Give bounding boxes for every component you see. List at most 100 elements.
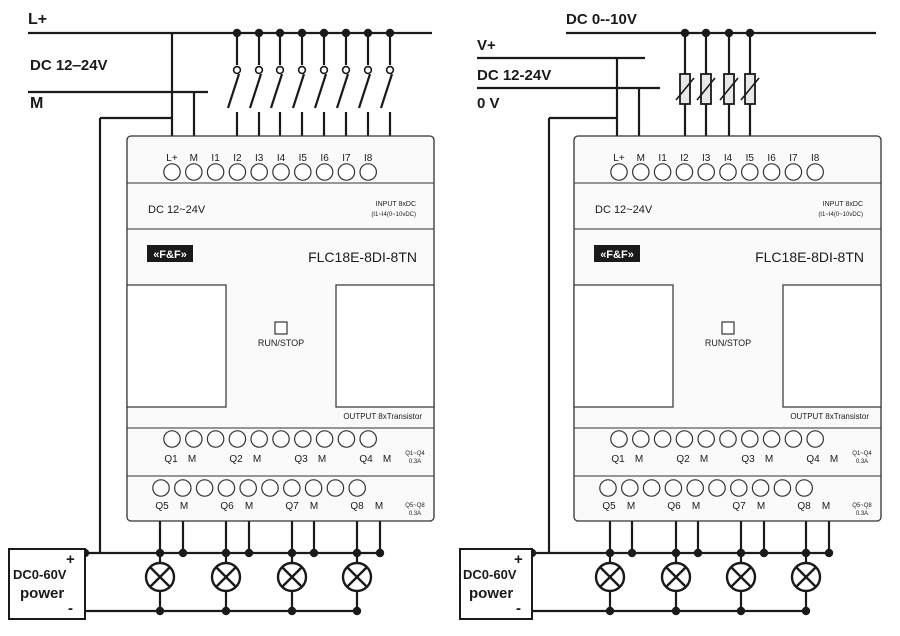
left-switch-contact [341,65,351,75]
left-output-terminal-row2 [217,479,236,497]
right-output-terminal-row2 [751,479,770,497]
power-box-right: DC0-60V power + - [459,548,533,620]
right-input-terminal-label: L+ [613,153,625,164]
left-input-terminal [337,163,356,181]
left-input-terminal [185,163,203,181]
left-brand-logo: «F&F» [153,249,187,261]
right-analog-range-label: DC 0--10V [566,11,637,28]
right-output-row1-label: Q2 [676,454,690,465]
left-output-row1-rating2: 0.3A [409,459,421,465]
left-output-row2-label: Q8 [350,501,364,512]
right-output-wiring [527,497,834,616]
right-output-terminal-row1 [806,430,824,448]
right-output-row2-rating2: 0.3A [856,511,868,517]
left-output-row2-label: Q5 [155,501,169,512]
right-output-row2-label: Q8 [797,501,811,512]
left-output-terminal-row1 [185,430,203,448]
left-switch-contact [319,65,329,75]
left-output-row2-label: Q7 [285,501,299,512]
left-switch-blade [379,73,394,109]
right-output-terminal-row2 [708,479,726,497]
right-display-window-left [573,284,674,408]
right-sensor-junction [745,28,755,38]
right-input-terminal-label: I3 [702,153,711,164]
right-junction-dot [824,548,834,558]
right-output-row2-label: M [757,501,765,512]
left-lplus-label: L+ [28,11,47,28]
right-input-terminal [675,163,694,181]
left-wiring [28,28,432,616]
right-input-terminal [697,163,715,181]
right-output-terminal-row2 [795,479,813,497]
power-box-left-plus: + [66,551,75,568]
left-input-terminal-label: M [190,153,198,164]
right-lamp-cross [665,566,687,588]
right-junction-dot [605,548,615,558]
left-output-terminal-row1 [250,430,269,448]
right-output-terminal-row2 [686,479,704,497]
left-lamp-cross [281,566,303,588]
left-input-terminal-label: I2 [233,153,242,164]
right-output-terminal-row2 [620,479,639,497]
left-model-name: FLC18E-8DI-8TN [308,249,417,265]
left-output-terminal-row1 [359,430,377,448]
left-input-terminal [293,163,312,181]
left-switch-contact [254,65,264,75]
left-switch-junction [232,28,242,38]
left-brand-logo-bg [147,245,193,262]
left-junction-dot [155,606,165,616]
right-input-terminal [784,163,803,181]
right-junction-dot [605,606,615,616]
power-box-left-minus: - [68,600,73,617]
left-output-row1-label: M [188,454,196,465]
right-zerov-label: 0 V [477,95,500,112]
left-input-spec-line2: (I1~I4(0~10vDC) [371,212,416,218]
left-output-terminal-row1 [293,430,312,448]
left-junction-dot [221,548,231,558]
left-switch-contact [385,65,395,75]
left-switch-contact [363,65,373,75]
left-switch-blade [248,73,263,109]
left-switch-junction [254,28,264,38]
left-output-terminal-row1 [206,430,225,448]
left-output-row2-rating1: Q5~Q8 [405,503,425,509]
right-output-row2-label: Q5 [602,501,616,512]
right-input-spec-line1: INPUT 8xDC [823,201,863,208]
left-output-wiring [80,497,385,616]
left-switch-blade [269,73,284,109]
left-switch-contact [275,65,285,75]
right-junction-dot [627,548,637,558]
right-sensor-arrow [696,77,716,101]
left-output-row2-label: M [310,501,318,512]
left-output-terminal-row1 [272,430,290,448]
right-input-terminal [806,163,824,181]
left-output-terminal-row1 [315,430,334,448]
right-output-row1-label: Q1 [611,454,625,465]
left-output-spec: OUTPUT 8xTransistor [343,412,422,421]
left-output-terminal-row2 [195,479,214,497]
right-junction-dot [801,606,811,616]
right-input-terminal-label: I8 [811,153,820,164]
right-voltage-label: DC 12-24V [477,67,551,84]
right-junction-dot [759,548,769,558]
right-output-row2-rating1: Q5~Q8 [852,503,872,509]
left-output-terminal-row2 [282,479,301,497]
left-switch-blade [357,73,372,109]
left-output-terminal-row1 [337,430,356,448]
right-junction-dot [693,548,703,558]
power-box-right-minus: - [516,600,521,617]
left-output-row1-label: Q3 [294,454,308,465]
right-output-terminal-row1 [631,430,650,448]
left-output-terminal-row2 [348,479,366,497]
right-input-terminal-label: I7 [789,153,798,164]
power-box-left-line1: DC0-60V [13,567,67,582]
left-output-row2-rating2: 0.3A [409,511,421,517]
power-box-left-line2: power [20,585,64,602]
left-output-terminal-row1 [228,430,247,448]
right-junction-dot [736,548,746,558]
right-run-stop-label: RUN/STOP [705,338,751,348]
left-switch-blade [313,73,328,109]
left-junction-dot [244,548,254,558]
